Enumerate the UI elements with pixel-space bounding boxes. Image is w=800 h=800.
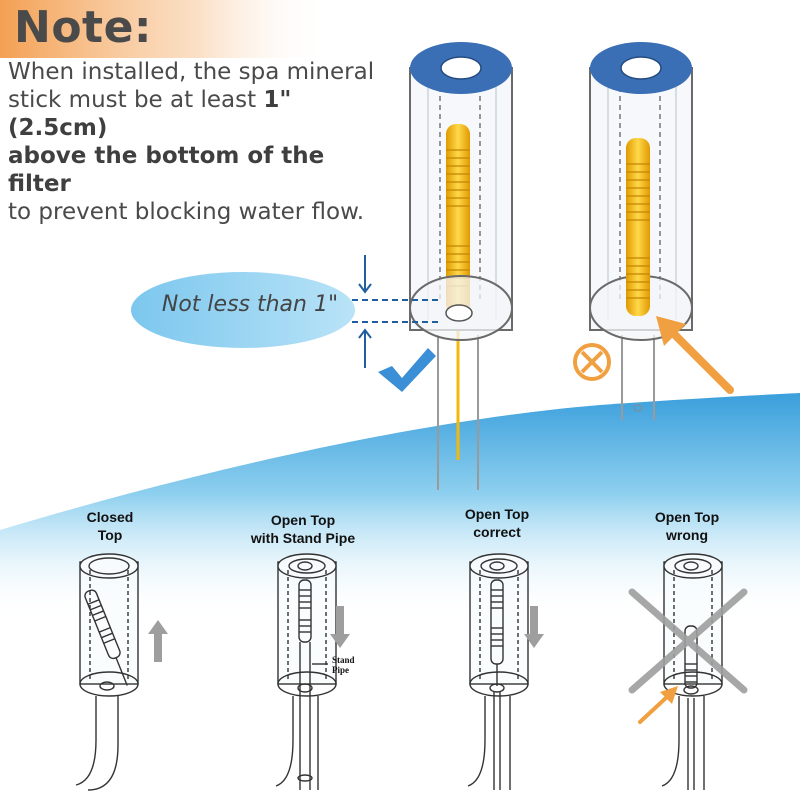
warning-arrow-icon	[656, 316, 734, 394]
small-filter-wrong	[661, 553, 723, 790]
arrow-up-icon	[148, 620, 168, 662]
note-line-4: to prevent blocking water flow.	[8, 199, 365, 225]
small-filter-closed-top	[75, 553, 139, 791]
caption-line-1: Open Top	[654, 509, 720, 525]
large-filter-correct	[409, 42, 513, 490]
measurement-label-pill	[131, 272, 355, 348]
note-title: Note:	[14, 2, 153, 53]
arrow-down-icon	[524, 606, 544, 648]
stand-pipe-label: Stand Pipe	[332, 655, 355, 675]
note-line-2: stick must be at least 1"(2.5cm)	[8, 86, 388, 142]
note-line-1: When installed, the spa mineral	[8, 59, 375, 85]
caption-line-2: correct	[473, 524, 521, 540]
caption-open-top-correct: Open Top correct	[412, 505, 582, 541]
water-wave	[0, 393, 800, 620]
caption-open-top-wrong: Open Top wrong	[602, 508, 772, 544]
arrow-down-icon	[330, 606, 350, 648]
large-filter-wrong	[589, 42, 693, 420]
note-line-3: above the bottom of the filter	[8, 142, 388, 198]
cross-circle-icon	[573, 343, 611, 381]
caption-line-1: Open Top	[270, 512, 336, 528]
small-filter-correct	[467, 553, 529, 790]
stand-pipe-label-line-2: Pipe	[332, 665, 349, 675]
measurement-label: Not less than 1"	[161, 292, 339, 317]
caption-line-2: Top	[97, 527, 123, 543]
note-line-2-bold: 1"(2.5cm)	[8, 87, 292, 141]
caption-line-1: Closed	[86, 509, 134, 525]
wrong-cross-icon	[628, 588, 748, 694]
stand-pipe-label-line-1: Stand	[332, 655, 355, 665]
caption-line-2: with Stand Pipe	[250, 530, 356, 546]
caption-line-1: Open Top	[464, 506, 530, 522]
note-line-3-bold: above the bottom of the filter	[8, 143, 325, 197]
caption-stand-pipe: Open Top with Stand Pipe	[218, 511, 388, 547]
note-line-2-prefix: stick must be at least	[8, 87, 264, 113]
caption-closed-top: Closed Top	[25, 508, 195, 544]
caption-line-2: wrong	[666, 527, 708, 543]
measurement-indicator	[352, 255, 440, 368]
check-mark-icon	[378, 348, 436, 392]
note-highlight	[0, 0, 330, 58]
warning-arrow-icon	[638, 686, 678, 724]
small-filter-stand-pipe	[275, 553, 337, 790]
note-text: When installed, the spa mineral stick mu…	[8, 58, 388, 226]
